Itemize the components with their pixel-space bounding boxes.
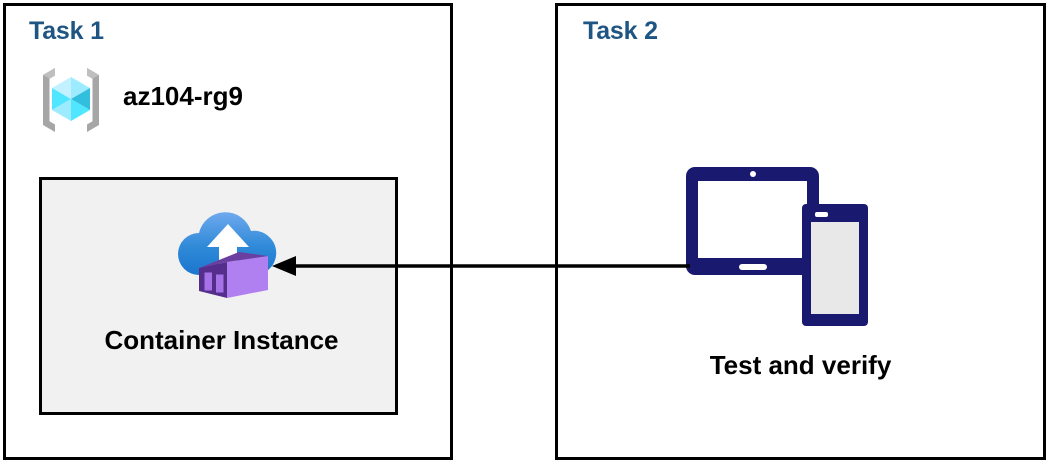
container-instance-label: Container Instance <box>104 325 339 355</box>
resource-group-label: az104-rg9 <box>123 81 243 111</box>
container-instance-box: Container Instance <box>39 177 398 415</box>
resource-group-row: az104-rg9 <box>33 64 333 136</box>
tablet-and-phone-devices-icon <box>683 164 875 332</box>
task-2-title: Task 2 <box>583 17 658 45</box>
test-and-verify-label: Test and verify <box>709 350 892 380</box>
azure-resource-group-icon <box>33 64 109 136</box>
flow-arrow <box>270 250 690 282</box>
task-1-title: Task 1 <box>29 17 104 45</box>
azure-container-instance-icon <box>177 200 279 303</box>
